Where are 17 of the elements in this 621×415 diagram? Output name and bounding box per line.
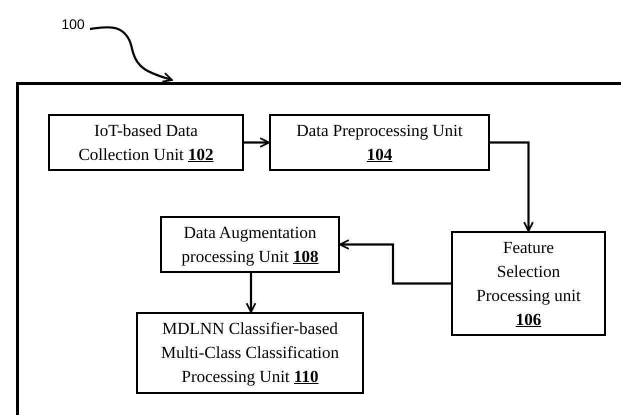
reference-numeral: 100	[58, 15, 88, 33]
leader-line	[90, 26, 173, 82]
arrow	[244, 137, 270, 148]
unit-box	[451, 231, 606, 336]
arrow	[339, 239, 451, 285]
arrow	[490, 141, 534, 232]
unit-box	[136, 312, 364, 394]
unit-box	[269, 114, 490, 171]
unit-box	[160, 216, 340, 273]
unit-label: Data Preprocessing Unit 104	[295, 120, 464, 166]
arrow	[246, 273, 256, 313]
unit-label: Feature Selection Processing unit 106	[475, 236, 582, 330]
unit-box	[48, 114, 244, 171]
unit-label: Data Augmentation processing Unit 108	[180, 222, 320, 268]
system-frame	[16, 82, 621, 415]
unit-label: IoT-based Data Collection Unit 102	[77, 120, 215, 166]
unit-label: MDLNN Classifier-based Multi-Class Classification Processing Unit 110	[160, 318, 340, 388]
